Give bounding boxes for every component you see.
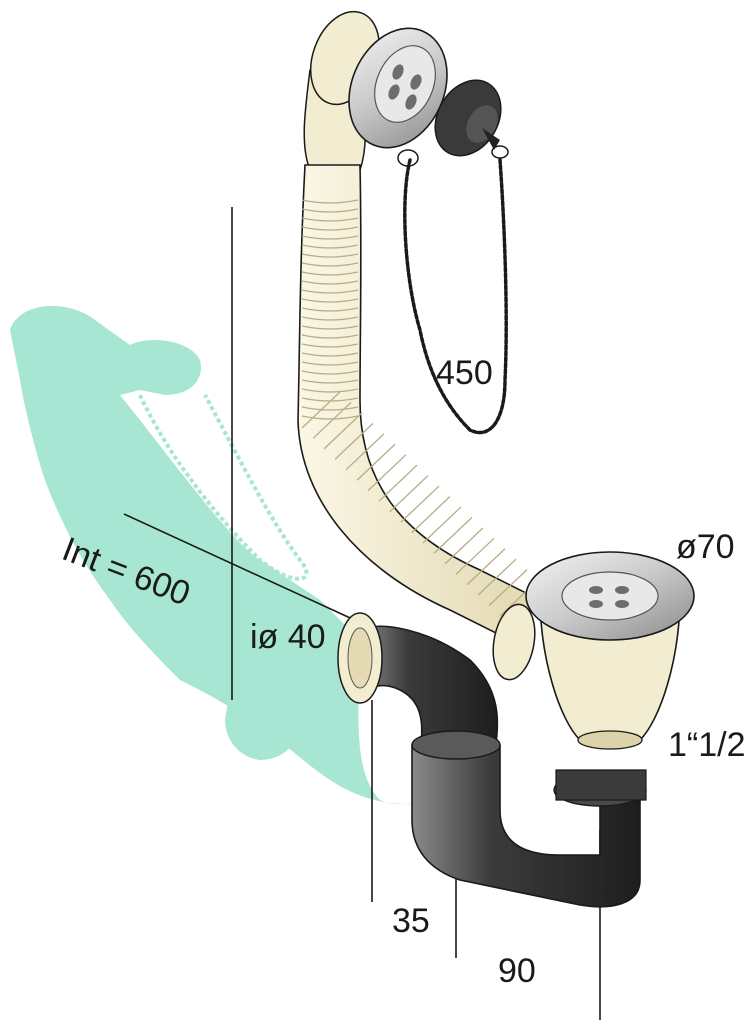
outer-diameter-label: ø70 [676,528,735,566]
overflow-grate-icon [348,27,448,149]
thread-size-label: 1“1/2 [668,726,746,764]
inner-diameter-label: iø 40 [250,618,326,656]
chain-loops [397,145,509,167]
hose-nut [492,603,536,681]
chain-length-label: 450 [436,354,493,392]
inlet-elbow [337,612,499,751]
ghost-chain [138,394,309,581]
dimension-90-label: 90 [498,952,536,990]
drain-grate-icon [525,551,695,641]
rubber-stopper-icon [434,79,502,157]
siphon-trap-icon [411,730,647,908]
ball-chain-icon [403,158,508,435]
dimension-35-label: 35 [392,902,430,940]
hose-ribs [301,199,539,617]
